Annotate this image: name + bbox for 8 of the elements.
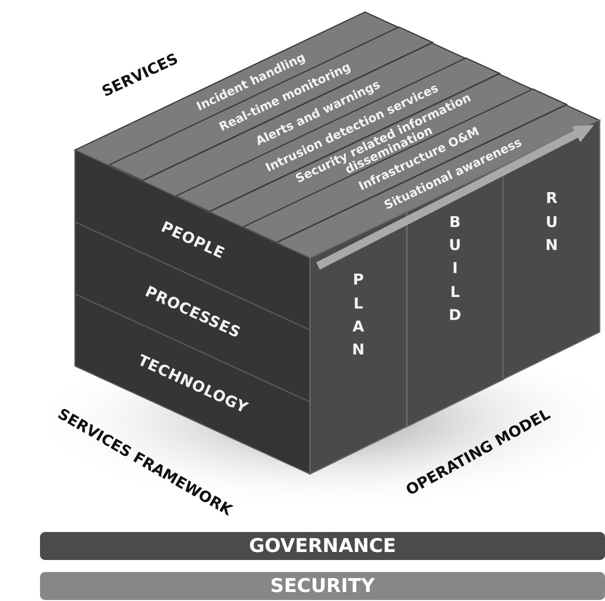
foundation-bar (40, 572, 605, 600)
bar-label: SECURITY (270, 575, 375, 597)
phase-label: RUN (544, 188, 559, 256)
phase-label: BUILD (448, 212, 462, 326)
bar-label: GOVERNANCE (249, 535, 396, 557)
block-arrow (316, 125, 594, 270)
foundation-bar (40, 532, 605, 560)
phase-label: PLAN (351, 270, 366, 361)
